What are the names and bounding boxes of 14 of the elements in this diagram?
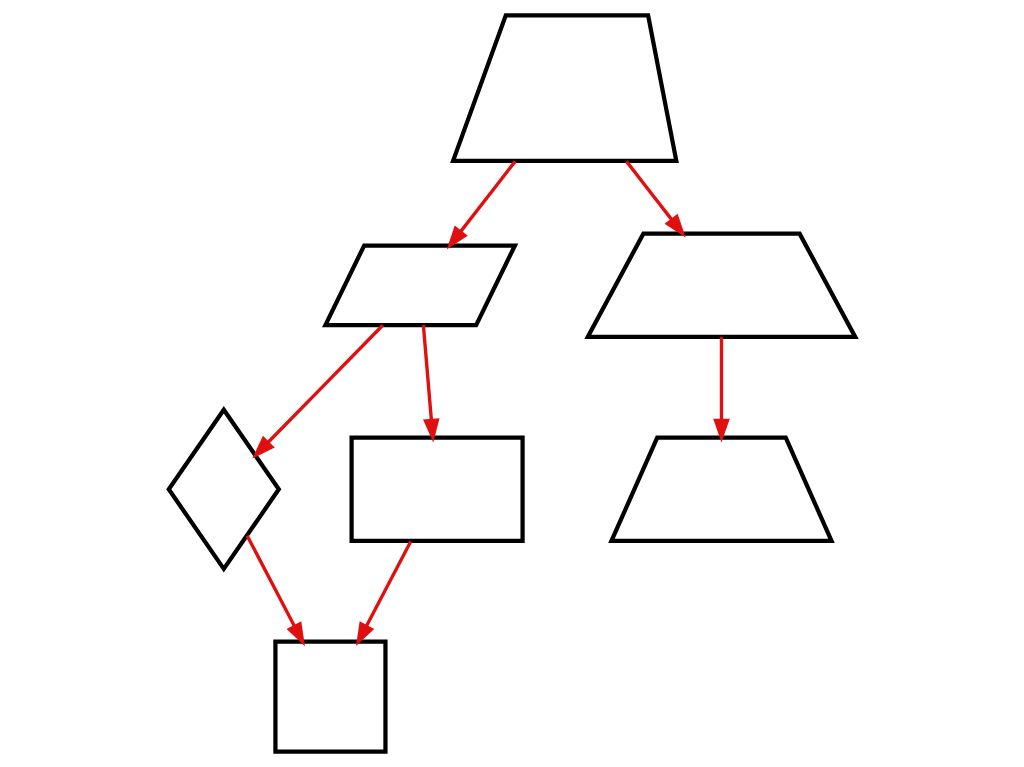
node-rectangle <box>349 435 525 544</box>
arrow <box>245 534 305 647</box>
arrow <box>252 324 384 459</box>
arrow <box>625 160 686 238</box>
arrow <box>446 160 517 250</box>
node-parallelogram <box>322 243 519 328</box>
node-square <box>273 639 388 754</box>
node-quadrilateral <box>450 13 679 163</box>
node-trapezoid <box>584 231 859 340</box>
node-trapezoid <box>608 435 835 544</box>
arrow <box>421 325 440 443</box>
arrow <box>713 337 730 443</box>
arrow <box>356 540 413 647</box>
node-diamond <box>166 406 282 573</box>
